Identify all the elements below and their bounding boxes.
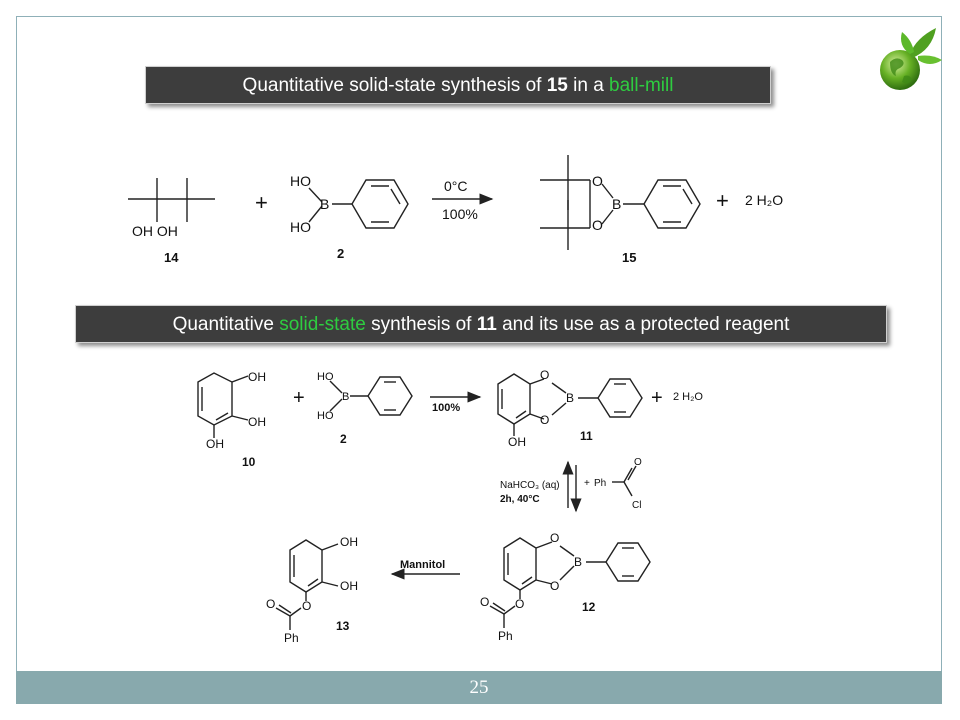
catechol-oh-2: OH: [248, 415, 266, 429]
ball-mill-highlight: ball-mill: [609, 75, 674, 96]
final-carbonyl-oxygen: O: [266, 597, 275, 611]
solid-state-highlight: solid-state: [279, 314, 366, 335]
ester-phenyl: Ph: [498, 629, 513, 643]
deprotection-conditions: 2h, 40°C: [500, 494, 540, 505]
condition-temperature: 0°C: [444, 178, 468, 194]
final-phenyl: Ph: [284, 631, 299, 645]
final-oh-2: OH: [340, 579, 358, 593]
condition-yield: 100%: [432, 402, 460, 414]
acyl-phenyl: Ph: [594, 478, 606, 489]
plus-sign: +: [651, 387, 663, 409]
mannitol-reagent: Mannitol: [400, 559, 445, 571]
water-byproduct: 2 H₂O: [673, 391, 703, 403]
earth-globe-leaf-icon: [880, 28, 942, 90]
acyl-carbonyl-oxygen: O: [634, 457, 642, 468]
compound-label-13: 13: [336, 619, 350, 633]
compound-label-11: 11: [580, 429, 593, 443]
acyl-chlorine: Cl: [632, 500, 641, 511]
water-byproduct: 2 H₂O: [745, 192, 783, 208]
final-linking-oxygen: O: [302, 599, 311, 613]
boronic-ho-top: HO: [317, 371, 334, 383]
product-oxygen-top: O: [540, 368, 549, 382]
plus-sign: +: [716, 188, 729, 213]
deprotection-reagent: NaHCO₃ (aq): [500, 480, 560, 491]
banner-title-1: Quantitative solid-state synthesis of 15…: [145, 66, 771, 104]
boronic-boron: B: [342, 391, 349, 403]
ester-boron: B: [612, 196, 621, 212]
boronic-ho-bottom: HO: [317, 410, 334, 422]
product-hydroxyl: OH: [508, 435, 526, 449]
ester-boron: B: [574, 555, 582, 569]
compound-label-15: 15: [622, 250, 636, 265]
compound-label-2: 2: [337, 246, 344, 261]
compound-15-ref: 15: [546, 75, 568, 96]
compound-label-12: 12: [582, 600, 596, 614]
ester-linking-oxygen: O: [515, 597, 524, 611]
compound-label-10: 10: [242, 455, 256, 469]
ester-oxygen-bottom: O: [592, 217, 603, 233]
final-oh-1: OH: [340, 535, 358, 549]
plus-sign: +: [255, 190, 268, 215]
acylation-plus: +: [584, 478, 590, 489]
condition-yield: 100%: [442, 206, 478, 222]
boronic-boron: B: [320, 196, 329, 212]
product-oxygen-bottom: O: [540, 413, 549, 427]
catechol-oh-1: OH: [248, 370, 266, 384]
compound-label-2: 2: [340, 432, 347, 446]
product-boron: B: [566, 391, 574, 405]
compound-label-14: 14: [164, 250, 179, 265]
compound-11-ref: 11: [476, 314, 497, 335]
page-number: 25: [469, 677, 489, 698]
catechol-oh-3: OH: [206, 437, 224, 451]
boronic-ho-top: HO: [290, 173, 311, 189]
ester-oxygen-top: O: [592, 173, 603, 189]
ester-oxygen-bottom: O: [550, 579, 559, 593]
plus-sign: +: [293, 387, 305, 409]
banner-title-2: Quantitative solid-state synthesis of 11…: [75, 305, 887, 343]
footer-bar: 25: [16, 671, 942, 704]
ester-oxygen-top: O: [550, 531, 559, 545]
pinacol-hydroxyls: OH OH: [132, 223, 178, 239]
ester-carbonyl-oxygen: O: [480, 595, 489, 609]
boronic-ho-bottom: HO: [290, 219, 311, 235]
